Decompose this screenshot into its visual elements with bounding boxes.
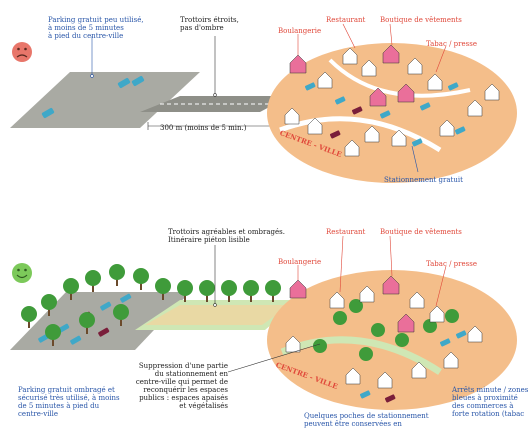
houses <box>284 44 500 157</box>
boutique-label-top: Boutique de vêtements <box>380 16 462 24</box>
tabac-label-bottom: Tabac / presse <box>426 260 477 268</box>
parked-cars <box>41 75 145 119</box>
boutique-label-bottom: Boutique de vêtements <box>380 228 462 236</box>
arrets-label: Arrêts minute / zones bleues à proximité… <box>452 386 529 418</box>
road <box>140 96 290 112</box>
town-cars <box>305 82 466 147</box>
restaurant-label-top: Restaurant <box>326 16 366 24</box>
stationnement-label: Stationnement gratuit <box>384 176 463 184</box>
parking-lot <box>10 72 200 128</box>
town-cars-bottom <box>360 330 467 403</box>
boulangerie-label-bottom: Boulangerie <box>278 258 322 266</box>
sidewalk-label-top: Trottoirs étroits, pas d'ombre <box>180 16 239 32</box>
sad-face-icon <box>12 42 32 62</box>
trees <box>21 264 281 346</box>
parking-label-top: Parking gratuit peu utilisé, à moins de … <box>48 16 144 40</box>
houses-bottom <box>285 275 483 389</box>
top-scene <box>10 23 517 183</box>
distance-label: 300 m (moins de 5 min.) <box>160 124 247 132</box>
restaurant-label-bottom: Restaurant <box>326 228 366 236</box>
town-zone-bottom <box>267 270 517 410</box>
poches-label: Quelques poches de stationnement peuvent… <box>304 412 429 428</box>
suppression-label: Suppression d'une partie du stationnemen… <box>135 362 228 410</box>
town-trees <box>313 299 459 361</box>
happy-face-icon <box>12 263 32 283</box>
tabac-label-top: Tabac / presse <box>426 40 477 48</box>
sidewalk-label-bottom: Trottoirs agréables et ombragés. Itinéra… <box>168 228 285 244</box>
parking-label-bottom: Parking gratuit ombragé et sécurisé très… <box>18 386 120 418</box>
boulangerie-label-top: Boulangerie <box>278 27 322 35</box>
bottom-scene <box>10 235 517 410</box>
